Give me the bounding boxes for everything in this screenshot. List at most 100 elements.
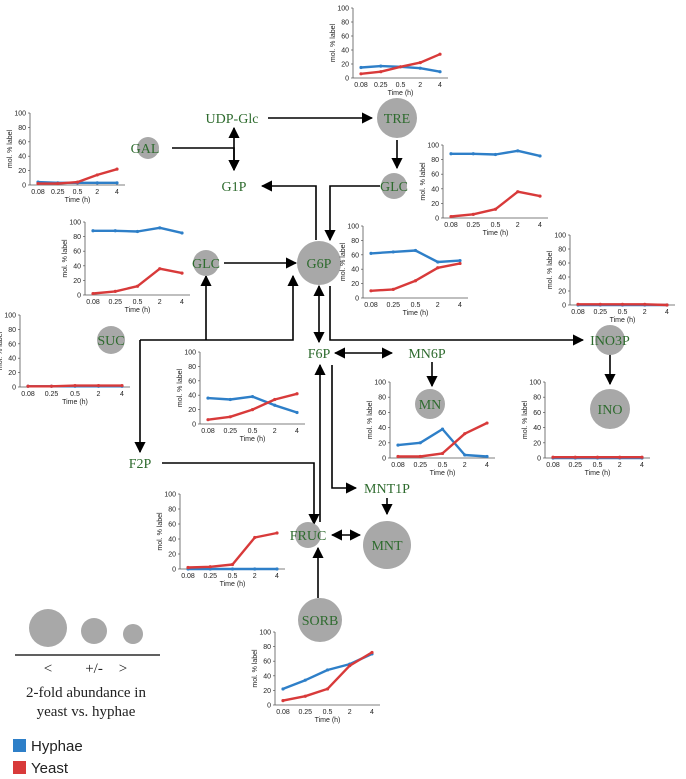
x-tick-label: 0.5: [133, 299, 143, 306]
y-tick-label: 60: [18, 139, 26, 146]
y-tick-label: 20: [18, 168, 26, 175]
key-caption-line2: yeast vs. hyphae: [37, 704, 136, 720]
data-point-hyphae: [418, 441, 422, 445]
x-tick-label: 0.5: [228, 573, 238, 580]
data-point-yeast: [418, 454, 422, 459]
node-label-mnt1p: MNT1P: [364, 482, 410, 497]
y-tick-label: 80: [188, 364, 196, 371]
key-equal-label: +/-: [85, 661, 103, 677]
data-point-hyphae: [303, 678, 307, 682]
key-caption-line1: 2-fold abundance in: [26, 685, 146, 701]
data-point-hyphae: [493, 152, 498, 157]
data-point-hyphae: [273, 403, 277, 407]
y-tick-label: 60: [341, 34, 349, 41]
y-tick-label: 80: [378, 395, 386, 402]
y-tick-label: 20: [8, 370, 16, 377]
y-axis-label: mol. % label: [0, 331, 4, 370]
y-tick-label: 0: [382, 456, 386, 463]
x-tick-label: 0.08: [546, 462, 560, 469]
series-line-yeast: [92, 267, 183, 295]
y-tick-label: 40: [73, 263, 81, 270]
data-point-yeast: [295, 392, 299, 396]
x-tick-label: 4: [115, 189, 119, 196]
arrow-g6p-ino3p: [329, 286, 585, 346]
pathway-arrows: [134, 112, 616, 598]
data-point-yeast: [463, 432, 467, 436]
y-tick-label: 40: [188, 393, 196, 400]
y-tick-label: 20: [378, 440, 386, 447]
data-point-yeast: [551, 455, 555, 459]
y-axis-label: mol. % label: [330, 23, 337, 62]
x-tick-label: 0.08: [391, 462, 405, 469]
data-point-hyphae: [449, 152, 453, 156]
x-tick-label: 4: [295, 428, 299, 435]
data-point-yeast: [458, 261, 462, 266]
x-tick-label: 4: [640, 462, 644, 469]
x-tick-label: 0.08: [201, 428, 215, 435]
x-tick-label: 0.5: [248, 428, 258, 435]
node-circle-g6p: [297, 241, 341, 285]
data-point-yeast: [303, 694, 307, 698]
data-point-yeast: [396, 454, 400, 459]
x-tick-label: 0.25: [223, 428, 237, 435]
node-label-suc: SUC: [97, 334, 124, 349]
x-axis-label: Time (h): [220, 581, 246, 588]
y-tick-label: 80: [168, 507, 176, 514]
y-axis-label: mol. % label: [420, 162, 427, 201]
y-tick-label: 60: [431, 172, 439, 179]
x-tick-label: 0.08: [181, 573, 195, 580]
y-tick-label: 80: [351, 238, 359, 245]
data-point-yeast: [620, 302, 625, 306]
x-axis-label: Time (h): [403, 310, 429, 317]
data-point-yeast: [230, 562, 235, 567]
data-point-yeast: [538, 194, 542, 198]
x-tick-label: 2: [97, 391, 101, 398]
x-tick-label: 4: [538, 222, 542, 229]
data-point-yeast: [438, 52, 442, 56]
data-point-yeast: [120, 383, 124, 388]
y-tick-label: 0: [355, 296, 359, 303]
data-point-yeast: [398, 65, 403, 69]
y-tick-label: 100: [337, 6, 349, 13]
data-point-yeast: [253, 535, 257, 540]
x-tick-label: 2: [436, 302, 440, 309]
y-tick-label: 0: [345, 76, 349, 83]
data-point-yeast: [115, 167, 119, 171]
y-tick-label: 60: [168, 522, 176, 529]
node-circle-sorb: [298, 598, 342, 642]
x-tick-label: 0.25: [466, 222, 480, 229]
data-point-yeast: [135, 284, 140, 288]
legend-label-yeast: Yeast: [31, 760, 69, 777]
x-tick-label: 4: [180, 299, 184, 306]
data-point-hyphae: [275, 567, 279, 571]
x-axis-label: Time (h): [585, 470, 611, 477]
x-axis-label: Time (h): [240, 436, 266, 443]
series-line-yeast: [450, 190, 541, 218]
x-tick-label: 4: [438, 82, 442, 89]
arrow-f2p-fruc: [162, 462, 320, 526]
x-tick-label: 0.5: [70, 391, 80, 398]
x-tick-label: 0.25: [51, 189, 65, 196]
data-point-yeast: [618, 455, 622, 459]
data-point-yeast: [369, 289, 373, 293]
x-tick-label: 2: [273, 428, 277, 435]
arrow-g6p-g1p: [260, 180, 317, 240]
y-tick-label: 80: [18, 125, 26, 132]
y-axis-label: mol. % label: [62, 239, 69, 278]
data-point-yeast: [598, 302, 602, 306]
x-tick-label: 0.5: [618, 309, 628, 316]
y-tick-label: 100: [374, 380, 386, 387]
data-point-yeast: [325, 687, 330, 691]
key-circle-small: [123, 624, 143, 644]
x-tick-label: 0.08: [86, 299, 100, 306]
arrow-glc-g6p: [324, 185, 380, 242]
data-point-hyphae: [325, 668, 330, 672]
data-point-hyphae: [250, 395, 255, 399]
data-point-yeast: [348, 663, 352, 668]
node-circle-ino: [590, 389, 630, 429]
data-point-hyphae: [295, 410, 299, 415]
x-tick-label: 0.25: [386, 302, 400, 309]
data-point-yeast: [95, 173, 99, 177]
